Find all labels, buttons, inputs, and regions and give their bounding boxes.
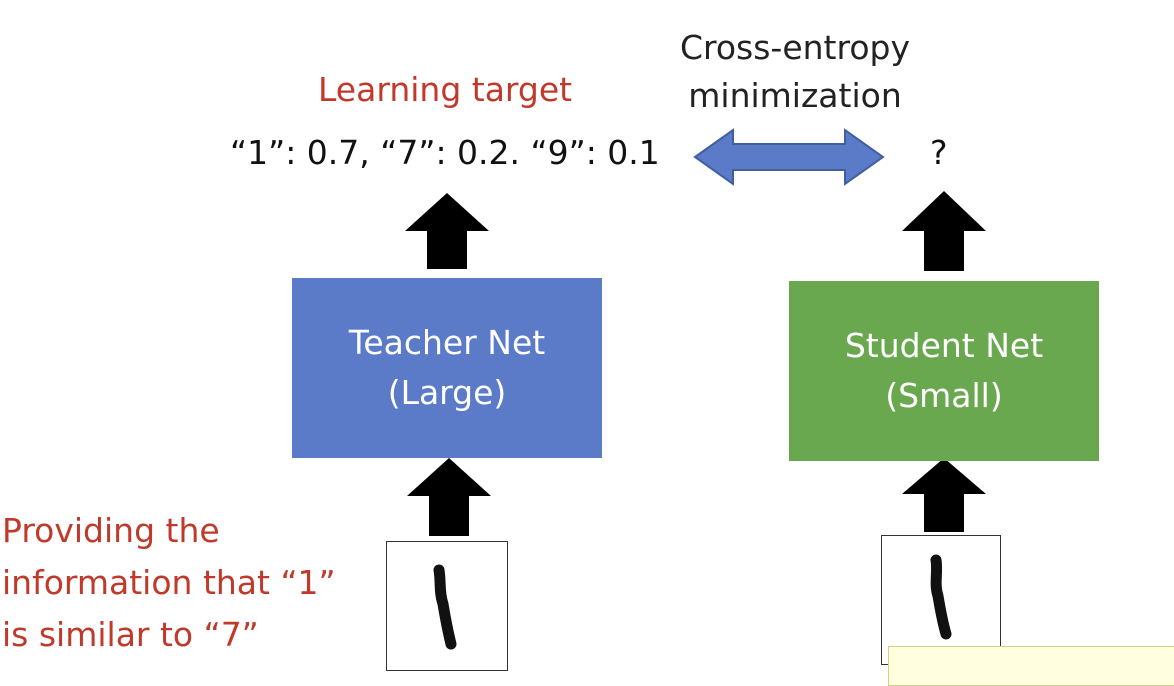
handwritten-digit-1-icon xyxy=(387,542,507,670)
up-arrow-icon xyxy=(900,456,988,534)
handwritten-digit-1-icon xyxy=(882,536,1000,664)
up-arrow-icon xyxy=(900,189,988,273)
cross-entropy-line2: minimization xyxy=(640,72,950,120)
student-net-title: Student Net xyxy=(845,321,1043,371)
info-text: Providing the information that “1” is si… xyxy=(2,505,336,661)
student-net-box: Student Net (Small) xyxy=(789,281,1099,461)
cross-entropy-label: Cross-entropy minimization xyxy=(640,24,950,120)
up-arrow-icon xyxy=(405,456,493,538)
target-values: “1”: 0.7, “7”: 0.2. “9”: 0.1 xyxy=(230,133,660,172)
tooltip-popup xyxy=(888,646,1174,686)
student-output-unknown: ? xyxy=(930,133,948,172)
info-line3: is similar to “7” xyxy=(2,609,336,661)
info-line1: Providing the xyxy=(2,505,336,557)
cross-entropy-line1: Cross-entropy xyxy=(640,24,950,72)
teacher-net-box: Teacher Net (Large) xyxy=(292,278,602,458)
double-arrow-icon xyxy=(693,128,885,186)
teacher-net-size: (Large) xyxy=(388,368,507,418)
info-line2: information that “1” xyxy=(2,557,336,609)
student-net-size: (Small) xyxy=(885,371,1002,421)
up-arrow-icon xyxy=(403,191,491,271)
learning-target-label: Learning target xyxy=(318,70,572,109)
teacher-net-title: Teacher Net xyxy=(349,318,545,368)
